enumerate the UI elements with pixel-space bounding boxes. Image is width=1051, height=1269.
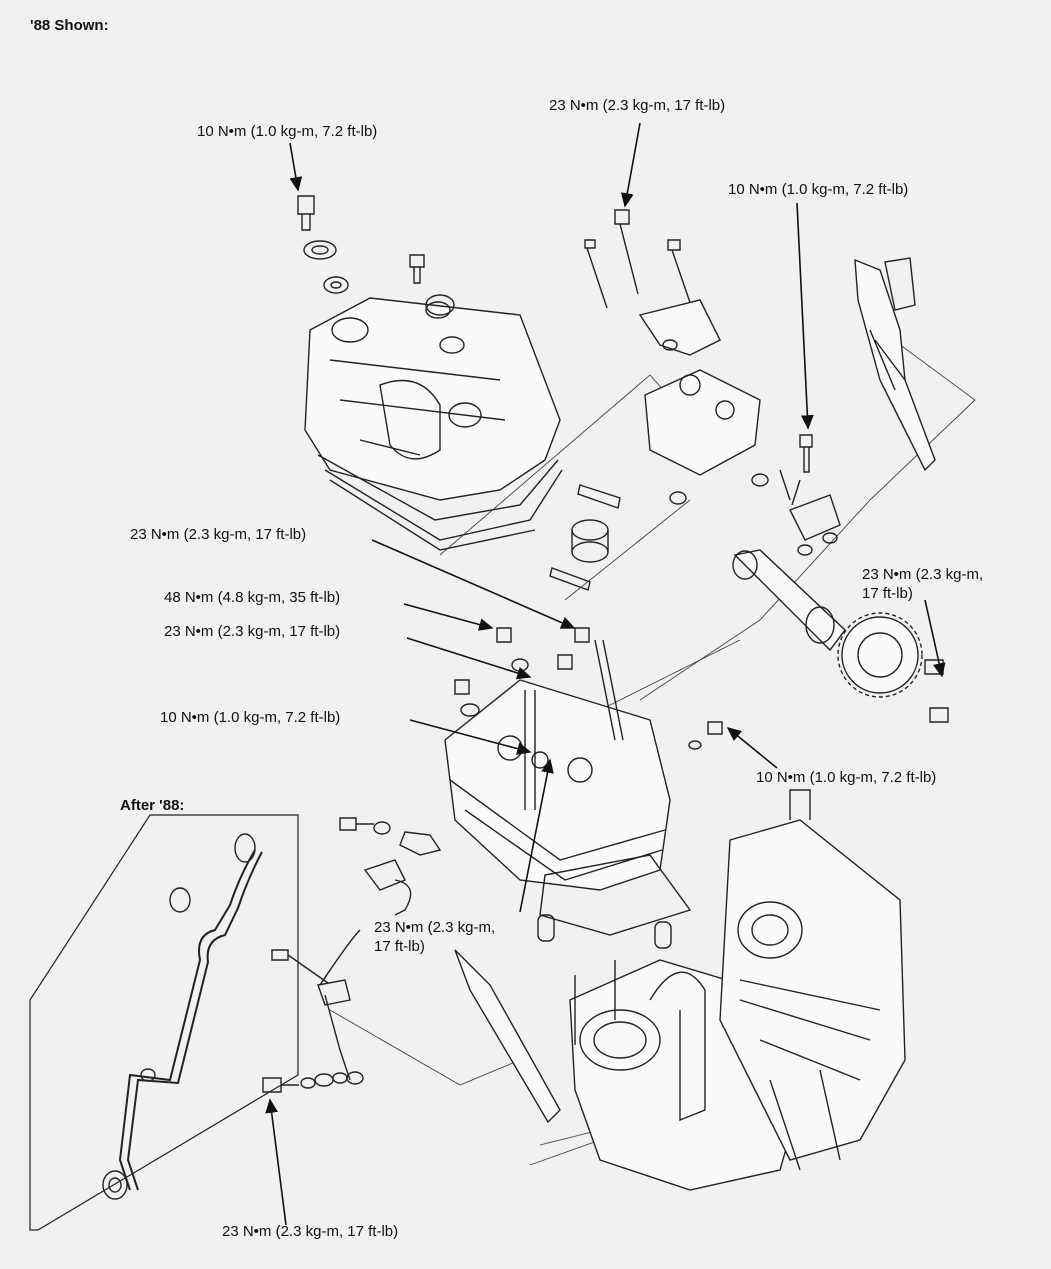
torque-label-6: 23 N•m (2.3 kg-m, 17 ft-lb) [164,623,341,640]
leader-9 [726,726,778,769]
valve-cover [304,294,563,551]
torque-label-9: 10 N•m (1.0 kg-m, 7.2 ft-lb) [756,769,937,786]
spark-plug-seal [549,484,621,591]
inset-title: After '88: [120,797,185,814]
leader-2 [620,122,641,208]
leader-5 [403,603,494,631]
rocker-arm-assembly [584,209,841,556]
oil-bolt-washers [262,1072,348,1093]
torque-label-8: 23 N•m (2.3 kg-m, 17 ft-lb) [862,566,984,602]
camshaft [732,549,846,652]
cylinder-head [444,627,723,891]
torque-label-10: 23 N•m (2.3 kg-m, 17 ft-lb) [374,919,496,955]
torque-label-2: 23 N•m (2.3 kg-m, 17 ft-lb) [549,97,726,114]
oil-pipe [271,817,442,1085]
torque-label-1: 10 N•m (1.0 kg-m, 7.2 ft-lb) [197,123,378,140]
leader-1 [289,142,303,192]
diagram-header: '88 Shown: [30,17,109,34]
leader-6 [406,637,532,680]
torque-label-7: 10 N•m (1.0 kg-m, 7.2 ft-lb) [160,709,341,726]
torque-leader-lines [265,122,946,1226]
cam-chain-guide [454,949,561,1124]
leader-8 [924,599,946,678]
engine-block [569,789,906,1191]
cam-sprocket [837,612,949,723]
leader-4 [371,539,576,629]
leader-10 [519,758,554,913]
torque-label-3: 10 N•m (1.0 kg-m, 7.2 ft-lb) [728,181,909,198]
leader-11 [265,1098,287,1226]
torque-label-5: 48 N•m (4.8 kg-m, 35 ft-lb) [164,589,341,606]
cover-bolt-washers [297,195,465,354]
leader-3 [796,202,814,430]
torque-label-4: 23 N•m (2.3 kg-m, 17 ft-lb) [130,526,307,543]
torque-label-11: 23 N•m (2.3 kg-m, 17 ft-lb) [222,1223,399,1240]
head-gasket [537,854,692,949]
after-88-inset [29,814,299,1231]
cam-chain-tensioner [854,257,936,472]
leader-7 [409,719,532,755]
